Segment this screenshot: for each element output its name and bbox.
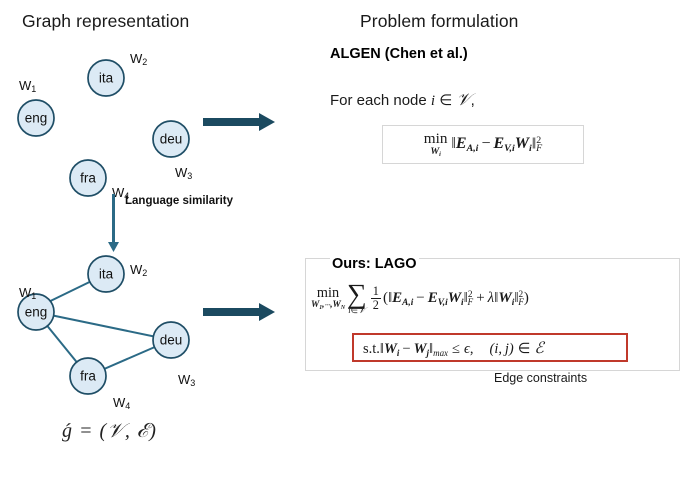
norm-subscript-f-1: F bbox=[467, 298, 474, 309]
norm-open: ‖ bbox=[451, 135, 456, 153]
node-label-deu: deu bbox=[160, 132, 183, 147]
arrow-right-bottom bbox=[203, 303, 275, 321]
lambda-symbol: λ bbox=[487, 290, 495, 307]
norm-close-1: ‖ bbox=[463, 290, 468, 307]
weight-label-w1-bottom: W1 bbox=[19, 285, 37, 301]
graph-caption-g-equals-v-e: ǵ = (𝒱, ℰ) bbox=[62, 420, 157, 442]
weight-label-w3-bottom: W3 bbox=[178, 372, 196, 388]
norm-exponent-2: 2 bbox=[518, 289, 524, 300]
term-wi-c: Wi bbox=[384, 340, 400, 358]
graph-disconnected-nodes: ita eng deu fra bbox=[17, 59, 190, 197]
graph-connected-nodes: ita eng deu fra bbox=[17, 255, 190, 395]
norm-open-c: ‖ bbox=[379, 340, 384, 357]
subject-to-label: s.t. bbox=[363, 340, 380, 357]
node-label-fra: fra bbox=[80, 171, 96, 186]
summation-limit: i∈𝒱 bbox=[348, 304, 366, 315]
node-fra: fra bbox=[69, 357, 107, 395]
in-sign: ∈ bbox=[517, 340, 531, 357]
edge-constraints-label: Edge constraints bbox=[494, 371, 588, 385]
node-deu: deu bbox=[152, 321, 190, 359]
node-ita: ita bbox=[87, 255, 125, 293]
norm-exponent-1: 2 bbox=[467, 289, 473, 300]
node-fra: fra bbox=[69, 159, 107, 197]
epsilon-symbol: ϵ bbox=[464, 340, 470, 357]
node-label-ita: ita bbox=[99, 71, 114, 86]
norm-exponent: 2 bbox=[536, 134, 542, 146]
norm-subscript-f-2: F bbox=[518, 298, 524, 309]
weight-label-w2-top: W2 bbox=[130, 51, 148, 67]
norm-open-2: ‖ bbox=[494, 290, 499, 307]
node-deu: deu bbox=[152, 120, 190, 158]
comma-c: , bbox=[469, 340, 474, 357]
node-label-eng: eng bbox=[25, 305, 48, 320]
page-title-graph-representation: Graph representation bbox=[22, 11, 190, 31]
arrow-down-language-similarity bbox=[108, 194, 119, 252]
edge-eng-deu bbox=[35, 311, 172, 341]
norm-subscript-max: max bbox=[433, 347, 449, 358]
lago-constraint-box: s.t.‖Wi−Wj‖max≤ϵ,(i, j)∈ℰ bbox=[352, 333, 628, 362]
weight-label-w4-bottom: W4 bbox=[113, 395, 131, 411]
norm-subscript-f: F bbox=[536, 143, 543, 155]
minus-sign: − bbox=[416, 290, 425, 307]
paren-close: ) bbox=[523, 290, 529, 307]
page-title-problem-formulation: Problem formulation bbox=[360, 11, 519, 31]
weight-label-w4-top: W4 bbox=[112, 185, 130, 201]
node-eng: eng bbox=[17, 99, 55, 137]
algen-heading: ALGEN (Chen et al.) bbox=[330, 46, 468, 62]
node-eng: eng bbox=[17, 293, 55, 331]
lago-constraint-formula: s.t.‖Wi−Wj‖max≤ϵ,(i, j)∈ℰ bbox=[354, 338, 544, 358]
plus-sign: + bbox=[476, 290, 485, 307]
algen-prose-prefix: For each node bbox=[330, 92, 431, 109]
algen-prose-index-var: i bbox=[430, 93, 436, 109]
minus-sign-c: − bbox=[402, 340, 411, 357]
arrow-right-top bbox=[203, 113, 275, 131]
node-label-fra: fra bbox=[80, 369, 96, 384]
algen-prose-suffix: , bbox=[470, 92, 475, 109]
term-wj-c: Wj bbox=[413, 340, 429, 358]
algen-prose-in: ∈ bbox=[435, 92, 457, 109]
term-ea-i: EA,i bbox=[392, 290, 414, 309]
edge-set-symbol: ℰ bbox=[534, 339, 544, 357]
node-label-deu: deu bbox=[160, 333, 183, 348]
term-wi: Wi bbox=[514, 135, 532, 155]
algen-prose: For each node i ∈ 𝒱, bbox=[330, 90, 475, 110]
term-ev-i: EV,i bbox=[427, 290, 448, 309]
min-limit-wi: Wi bbox=[430, 146, 441, 158]
norm-close-2: ‖ bbox=[514, 290, 519, 307]
norm-close: ‖ bbox=[531, 135, 537, 153]
node-label-eng: eng bbox=[25, 111, 48, 126]
paren-open: ( bbox=[382, 290, 388, 307]
weight-label-w1-top: W1 bbox=[19, 78, 37, 94]
weight-label-w3-top: W3 bbox=[175, 165, 193, 181]
min-limit-w1-wn: W1,⋯,WN bbox=[311, 299, 345, 311]
summation-operator: ∑i∈𝒱 bbox=[346, 279, 367, 315]
norm-open-1: ‖ bbox=[387, 290, 393, 307]
language-similarity-label: Language similarity bbox=[125, 195, 234, 207]
minus-sign: − bbox=[481, 135, 491, 153]
node-ita: ita bbox=[87, 59, 125, 97]
norm-close-c: ‖ bbox=[429, 340, 434, 357]
algen-prose-vertex-set: 𝒱 bbox=[456, 90, 471, 109]
term-ea-i: EA,i bbox=[455, 135, 479, 155]
weight-label-w2-bottom: W2 bbox=[130, 262, 148, 278]
leq-sign: ≤ bbox=[452, 340, 461, 357]
term-ev-i: EV,i bbox=[493, 135, 515, 155]
node-label-ita: ita bbox=[99, 267, 114, 282]
edge-pair: (i, j) bbox=[489, 340, 514, 357]
term-wi-2: Wi bbox=[498, 290, 515, 309]
term-wi-1: Wi bbox=[447, 290, 464, 309]
lago-heading: Ours: LAGO bbox=[330, 256, 419, 272]
